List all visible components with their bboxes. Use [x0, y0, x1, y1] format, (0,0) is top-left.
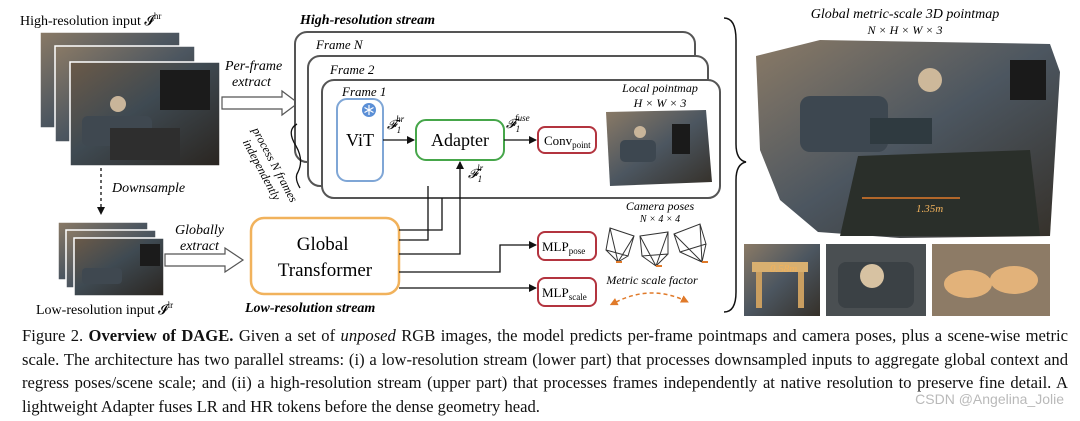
local-pointmap-image: [606, 110, 712, 186]
globally-arrow: [164, 246, 245, 274]
downsample-label: Downsample: [111, 181, 185, 196]
lr-input-label: Low-resolution input 𝓘lr: [36, 300, 173, 318]
frame-2-label: Frame 2: [329, 62, 375, 77]
f1hr-label: 𝓕1hr: [387, 114, 405, 135]
f1lr-label: 𝓕1lr: [468, 163, 484, 184]
measure-label-main: 1.35m: [916, 203, 943, 215]
caption-title: Overview of DAGE.: [88, 326, 234, 345]
frozen-snowflake-icon: [362, 103, 376, 117]
vit-label: ViT: [346, 130, 374, 150]
lr-to-adapter-arrow: [399, 161, 464, 255]
frame-n-label: Frame N: [315, 37, 364, 52]
output-brace: [723, 17, 747, 313]
caption-part1: Given a set of: [238, 326, 336, 345]
local-pointmap-title: Local pointmap: [621, 81, 698, 95]
hr-input-label: High-resolution input 𝓘hr: [20, 11, 161, 29]
per-frame-arrow: [221, 89, 299, 117]
lr-to-framen-line: [399, 198, 443, 231]
per-frame-label: Per-frame extract: [224, 59, 286, 90]
detail-crop-table: [744, 244, 820, 316]
frame-1-label: Frame 1: [341, 84, 386, 99]
metric-scale-arrow: [609, 292, 689, 306]
caption-part2: RGB images, the model predicts per-frame…: [22, 326, 1069, 416]
watermark: CSDN @Angelina_Jolie: [915, 391, 1064, 407]
caption-fig-label: Figure 2.: [22, 326, 84, 345]
mlp-scale-label: MLPscale: [542, 285, 587, 302]
global-transformer-block: [249, 216, 401, 296]
camera-frustum-icons: [605, 223, 708, 267]
caption-italic-word: unposed: [340, 326, 396, 345]
dage-overview-diagram: High-resolution input 𝓘hr Downsample Low…: [20, 7, 1060, 318]
global-map-title: Global metric-scale 3D pointmap: [811, 7, 1000, 22]
conv-point-block: [537, 126, 597, 154]
mlp-pose-label: MLPpose: [542, 239, 585, 256]
hr-input-images: [39, 31, 221, 167]
hr-stream-title: High-resolution stream: [299, 13, 435, 28]
adapter-label: Adapter: [431, 130, 489, 150]
to-mlp-pose-arrow: [399, 241, 537, 273]
local-pointmap-dims: H × W × 3: [633, 96, 687, 110]
detail-crop-slippers: [932, 244, 1050, 316]
mlp-scale-block: [537, 277, 597, 307]
metric-scale-title: Metric scale factor: [605, 273, 698, 287]
measure-label-detail: 0.58m: [770, 263, 797, 275]
global-pointmap-image: [756, 40, 1060, 238]
conv-point-label: Convpoint: [544, 133, 591, 150]
lr-stream-title: Low-resolution stream: [244, 301, 375, 316]
global-map-dims: N × H × W × 3: [867, 23, 943, 37]
camera-poses-dims: N × 4 × 4: [639, 214, 680, 225]
globally-label: Globally extract: [175, 223, 228, 254]
mlp-pose-block: [537, 231, 597, 261]
f1fuse-label: 𝓕1fuse: [506, 113, 530, 134]
frames-brace: [290, 123, 302, 189]
global-transformer-label: Global Transformer: [278, 234, 373, 281]
camera-poses-title: Camera poses: [626, 199, 695, 213]
figure-caption: Figure 2. Overview of DAGE. Given a set …: [22, 324, 1068, 418]
lr-input-images: [57, 221, 165, 297]
lr-to-frame2-line: [399, 186, 429, 241]
detail-crop-armchair: [826, 244, 926, 316]
